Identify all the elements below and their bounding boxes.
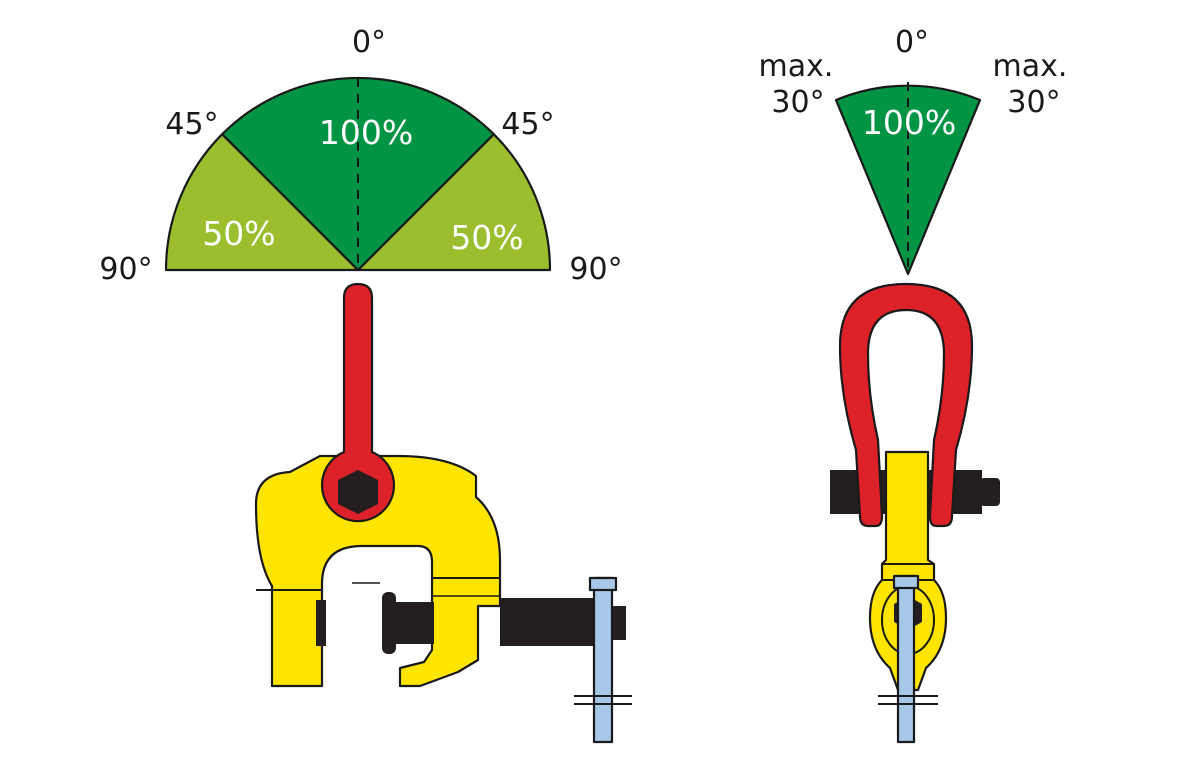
clamp-pressure-pad bbox=[382, 592, 396, 654]
left-zone-label-50-left: 50% bbox=[202, 214, 275, 253]
shackle-tommy-bar bbox=[896, 574, 916, 744]
clamp-lifting-eye bbox=[320, 282, 396, 523]
gauge-zone-right-50 bbox=[356, 133, 552, 272]
right-label-max-left-line1: max. bbox=[759, 49, 834, 84]
clamp-hex-nut bbox=[338, 470, 378, 514]
right-zone-label-100: 100% bbox=[862, 103, 956, 142]
right-label-max-left-line2: 30° bbox=[771, 85, 824, 120]
shackle-bolt-end bbox=[980, 478, 1000, 506]
left-zone-label-100: 100% bbox=[319, 113, 413, 152]
clamp-tommy-bar-cap bbox=[588, 576, 618, 592]
right-label-max-right-line1: max. bbox=[993, 49, 1068, 84]
left-label-90-deg-right: 90° bbox=[569, 252, 622, 287]
clamp-left-pad bbox=[316, 600, 326, 646]
shackle-tommy-bar-cap bbox=[892, 574, 920, 590]
right-label-max-right-line2: 30° bbox=[1007, 85, 1060, 120]
left-label-45-deg-right: 45° bbox=[501, 107, 554, 142]
shackle-red-bow bbox=[838, 282, 974, 528]
left-zone-label-50-right: 50% bbox=[450, 218, 523, 257]
gauge-zone-left-50 bbox=[164, 133, 360, 272]
left-label-45-deg-left: 45° bbox=[165, 107, 218, 142]
left-label-0-deg: 0° bbox=[352, 25, 386, 60]
left-label-90-deg-left: 90° bbox=[99, 252, 152, 287]
right-angle-gauge: 0° max. 30° max. 30° 100% bbox=[759, 25, 1068, 276]
clamp-screw-spindle bbox=[500, 598, 600, 646]
shackle-clamp-side-view bbox=[830, 282, 1000, 744]
clamp-tommy-bar bbox=[592, 576, 614, 744]
shackle-clamp-body bbox=[868, 450, 948, 692]
screw-clamp bbox=[254, 282, 632, 744]
right-label-0-deg: 0° bbox=[895, 25, 929, 60]
clamp-pressure-pad-stem bbox=[394, 602, 434, 644]
left-angle-gauge: 0° 45° 45° 90° 90° 100% 50% 50% bbox=[99, 25, 622, 287]
